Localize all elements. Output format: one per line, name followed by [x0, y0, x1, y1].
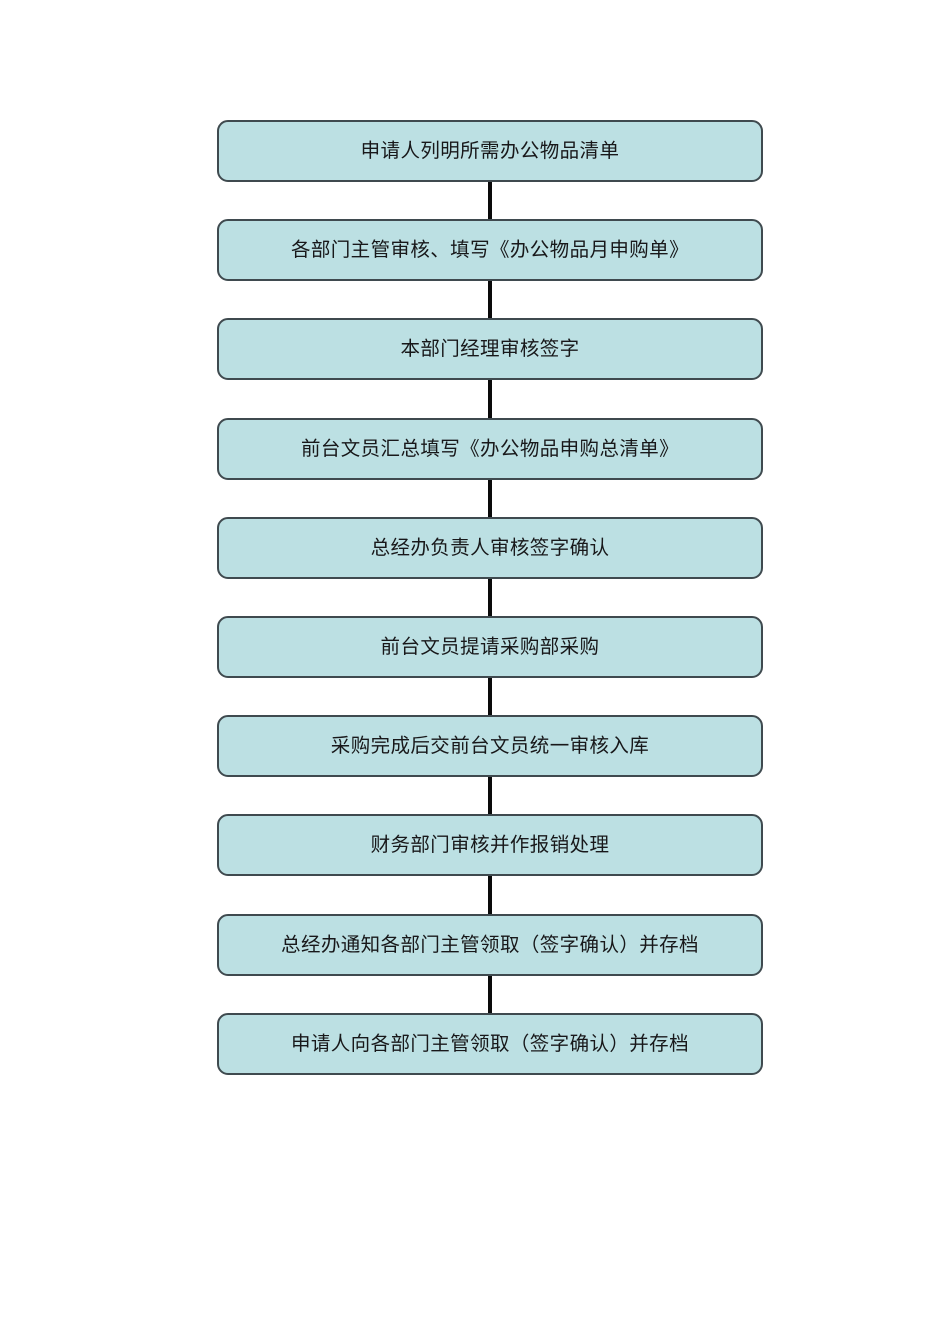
flow-node-label-9: 总经办通知各部门主管领取（签字确认）并存档 [281, 933, 699, 956]
flow-node-label-3: 本部门经理审核签字 [400, 337, 580, 360]
flow-connector-7-to-8 [488, 775, 492, 816]
flow-node-4[interactable]: 前台文员汇总填写《办公物品申购总清单》 [217, 418, 763, 480]
flow-node-7[interactable]: 采购完成后交前台文员统一审核入库 [217, 715, 763, 777]
flow-node-6[interactable]: 前台文员提请采购部采购 [217, 616, 763, 678]
flow-connector-8-to-9 [488, 874, 492, 916]
flow-node-label-10: 申请人向各部门主管领取（签字确认）并存档 [290, 1032, 689, 1055]
flow-connector-4-to-5 [488, 478, 492, 519]
flow-connector-9-to-10 [488, 974, 492, 1015]
flow-node-label-1: 申请人列明所需办公物品清单 [360, 139, 620, 162]
flow-node-label-7: 采购完成后交前台文员统一审核入库 [330, 734, 650, 757]
flow-connector-6-to-7 [488, 676, 492, 717]
flow-node-label-8: 财务部门审核并作报销处理 [370, 833, 610, 856]
flow-node-2[interactable]: 各部门主管审核、填写《办公物品月申购单》 [217, 219, 763, 281]
flow-connector-2-to-3 [488, 279, 492, 320]
flow-node-5[interactable]: 总经办负责人审核签字确认 [217, 517, 763, 579]
flow-node-label-4: 前台文员汇总填写《办公物品申购总清单》 [300, 437, 680, 460]
flow-node-3[interactable]: 本部门经理审核签字 [217, 318, 763, 380]
flow-node-8[interactable]: 财务部门审核并作报销处理 [217, 814, 763, 876]
flow-node-10[interactable]: 申请人向各部门主管领取（签字确认）并存档 [217, 1013, 763, 1075]
flow-node-label-5: 总经办负责人审核签字确认 [370, 536, 610, 559]
flow-connector-3-to-4 [488, 378, 492, 420]
flow-node-label-6: 前台文员提请采购部采购 [380, 635, 600, 658]
flow-node-9[interactable]: 总经办通知各部门主管领取（签字确认）并存档 [217, 914, 763, 976]
flow-connector-5-to-6 [488, 577, 492, 618]
flow-node-label-2: 各部门主管审核、填写《办公物品月申购单》 [290, 238, 689, 261]
flow-node-1[interactable]: 申请人列明所需办公物品清单 [217, 120, 763, 182]
flow-connector-1-to-2 [488, 180, 492, 221]
